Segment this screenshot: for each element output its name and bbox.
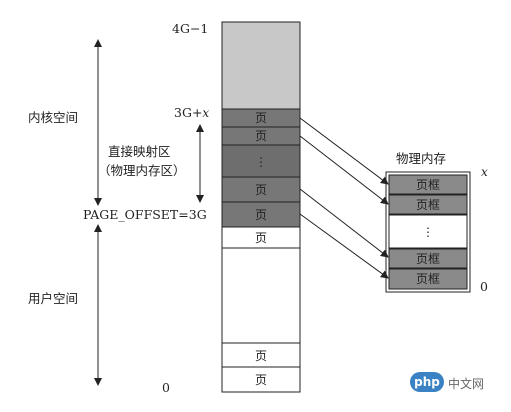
mapping-arrow: [299, 117, 389, 185]
mapping-arrow: [299, 188, 389, 258]
unmapped-kernel-region: [221, 21, 301, 110]
kernel-pages: 页 页 ⋮ 页 页: [221, 108, 301, 228]
frame-label: 页框: [416, 252, 440, 266]
top-address-label: 4G−1: [172, 21, 208, 36]
kernel-page-label: 页: [255, 183, 267, 197]
mapping-arrow: [299, 135, 389, 205]
boundary-address-label: 3G+x: [174, 105, 209, 120]
physical-frames: 页框 页框 ⋮ 页框 页框: [388, 174, 468, 290]
frame-label: 页框: [416, 198, 440, 212]
user-page-label: 页: [255, 231, 267, 245]
mapping-arrow: [299, 213, 389, 279]
kernel-page-label: 页: [255, 129, 267, 143]
user-pages: 页 页 页: [221, 226, 301, 393]
user-page-label: 页: [255, 373, 267, 387]
frame-label: 页框: [416, 272, 440, 286]
watermark-text: 中文网: [448, 377, 485, 391]
kernel-page-label: 页: [255, 208, 267, 222]
user-space-label: 用户空间: [28, 291, 78, 306]
mapping-arrows: [299, 117, 389, 279]
direct-map-sublabel: （物理内存区）: [98, 163, 186, 178]
frame-label: 页框: [416, 178, 440, 192]
physical-bottom-label: 0: [480, 279, 488, 294]
frame-ellipsis: ⋮: [422, 225, 434, 239]
direct-map-label: 直接映射区: [108, 144, 171, 159]
watermark-logo: php: [410, 372, 444, 392]
physical-memory-title: 物理内存: [396, 151, 446, 166]
bottom-address-label: 0: [162, 380, 170, 395]
page-offset-label: PAGE_OFFSET=3G: [83, 207, 207, 222]
kernel-space-label: 内核空间: [28, 110, 78, 125]
user-page-label: 页: [255, 349, 267, 363]
kernel-page-label: 页: [255, 111, 267, 125]
kernel-page-ellipsis: ⋮: [255, 155, 267, 169]
physical-top-label: x: [481, 165, 488, 179]
